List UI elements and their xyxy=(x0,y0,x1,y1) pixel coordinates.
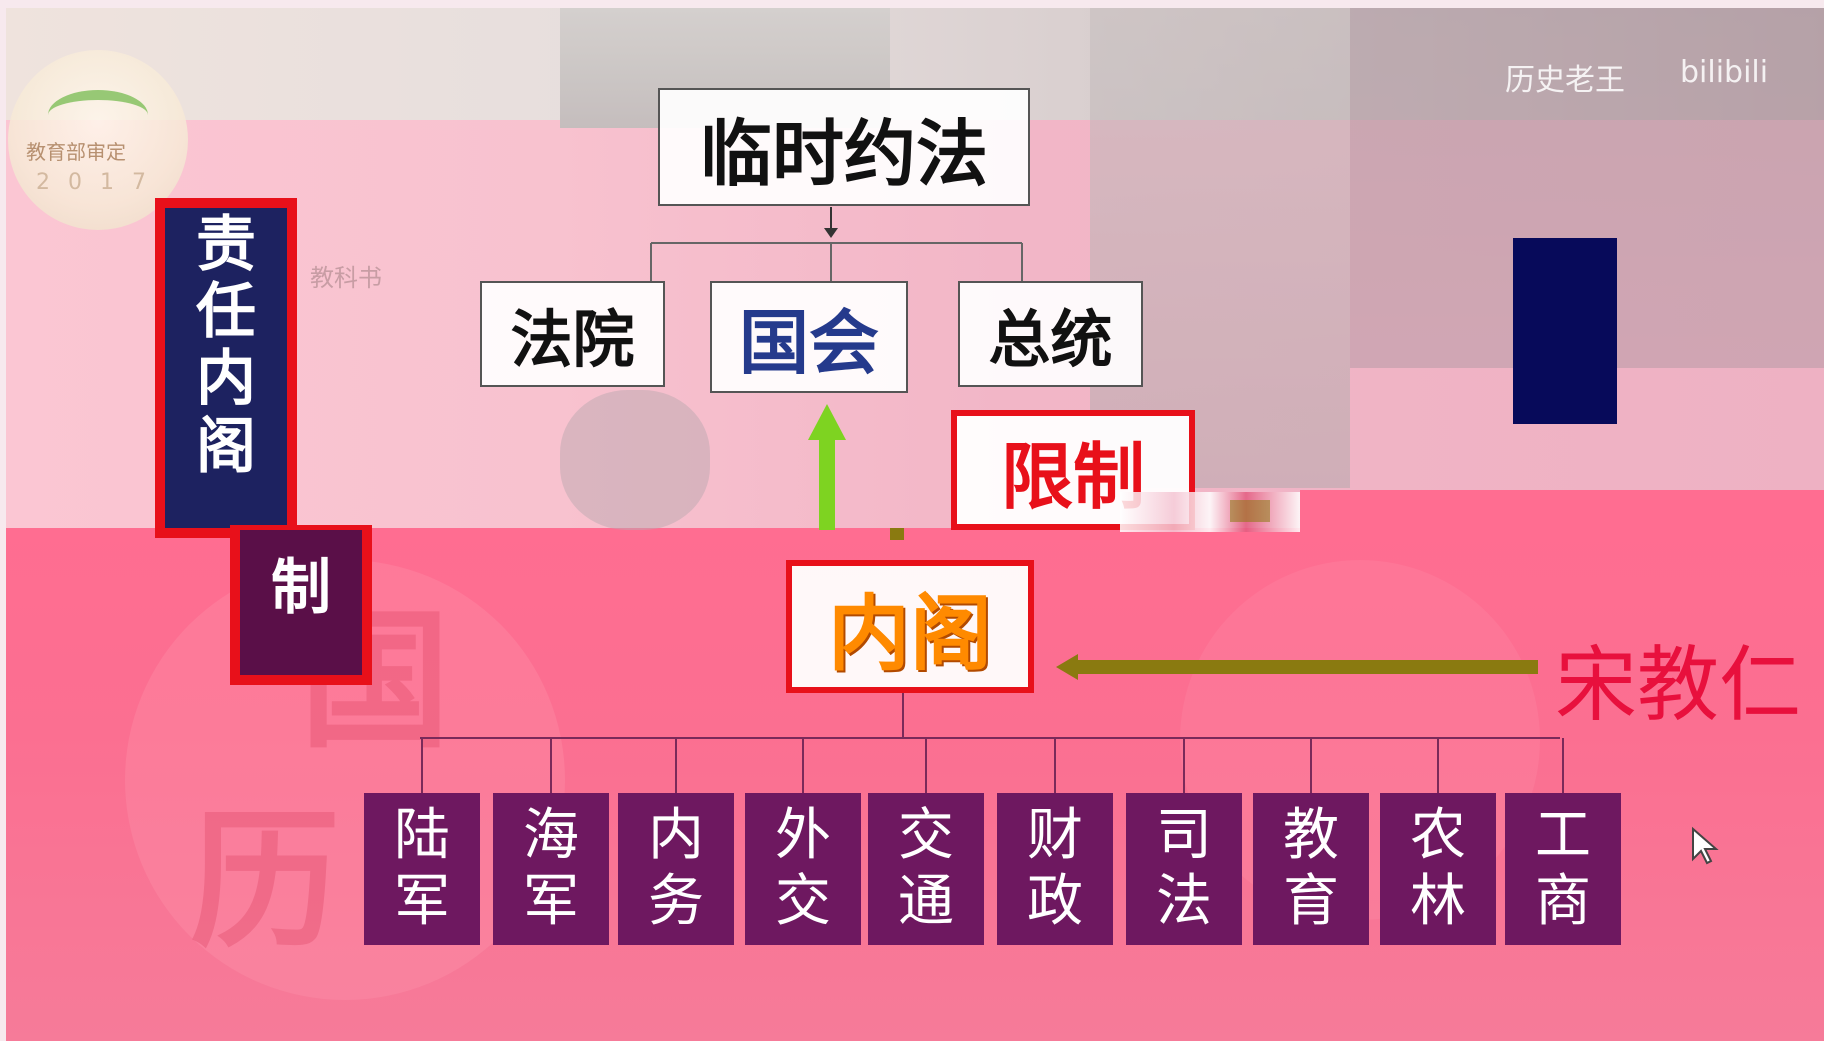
logo-year: 2017 xyxy=(36,170,164,195)
department-char: 军 xyxy=(394,869,450,934)
logo-text: 教育部审定 xyxy=(26,140,126,164)
arrow-left-icon xyxy=(1056,654,1078,680)
title-char: 内 xyxy=(196,344,256,415)
department-box: 司法 xyxy=(1126,793,1242,945)
president-node: 总统 xyxy=(958,281,1143,387)
root-label: 临时约法 xyxy=(699,111,988,196)
department-char: 政 xyxy=(1027,869,1083,934)
olive-marker xyxy=(890,528,904,540)
parliament-label: 国会 xyxy=(739,301,879,384)
department-char: 财 xyxy=(1027,802,1083,868)
parliament-node: 国会 xyxy=(710,281,908,393)
person-label: 宋教仁 xyxy=(1555,638,1802,733)
department-box: 海军 xyxy=(493,793,609,945)
department-char: 交 xyxy=(898,802,954,868)
department-char: 通 xyxy=(898,869,954,934)
navy-block xyxy=(1513,238,1617,424)
channel-watermark: 历史老王 xyxy=(1505,63,1625,98)
title-lower-chars: 制 xyxy=(240,553,362,623)
render-glitch xyxy=(1230,500,1270,522)
background-photo xyxy=(560,390,710,530)
department-box: 交通 xyxy=(868,793,984,945)
title-purple-panel xyxy=(240,530,362,675)
site-watermark: bilibili xyxy=(1680,55,1769,90)
department-char: 工 xyxy=(1535,802,1591,868)
department-box: 外交 xyxy=(745,793,861,945)
cabinet-node: 内阁 xyxy=(786,560,1034,693)
olive-arrow-shaft xyxy=(1068,660,1538,674)
cursor-icon xyxy=(1692,826,1719,865)
title-navy-panel xyxy=(165,208,287,528)
title-upper-chars: 责 任 内 阁 xyxy=(165,210,287,474)
title-char: 责 xyxy=(196,210,256,280)
court-label: 法院 xyxy=(510,303,635,376)
president-label: 总统 xyxy=(988,303,1113,376)
root-node: 临时约法 xyxy=(658,88,1030,206)
department-char: 外 xyxy=(775,802,831,868)
department-char: 农 xyxy=(1410,802,1466,868)
background-glitch-strip xyxy=(1300,490,1824,540)
title-char: 制 xyxy=(271,553,331,623)
render-glitch xyxy=(1120,492,1300,532)
arrow-up-icon xyxy=(808,404,846,440)
department-box: 工商 xyxy=(1505,793,1621,945)
department-char: 内 xyxy=(648,802,704,868)
title-char: 阁 xyxy=(196,413,256,474)
department-box: 教育 xyxy=(1253,793,1369,945)
department-char: 交 xyxy=(775,869,831,934)
department-char: 务 xyxy=(648,869,704,934)
department-char: 商 xyxy=(1535,869,1591,934)
department-box: 内务 xyxy=(618,793,734,945)
book-icon xyxy=(48,90,148,140)
department-box: 陆军 xyxy=(364,793,480,945)
department-char: 育 xyxy=(1283,869,1339,934)
department-char: 法 xyxy=(1156,869,1212,934)
department-char: 司 xyxy=(1156,802,1212,868)
department-drops xyxy=(421,738,1564,793)
court-node: 法院 xyxy=(480,281,665,387)
cabinet-label: 内阁 xyxy=(827,587,992,682)
department-box: 财政 xyxy=(997,793,1113,945)
arrow-down-icon xyxy=(824,228,838,238)
department-char: 陆 xyxy=(394,802,450,868)
department-char: 教 xyxy=(1283,802,1339,868)
department-char: 海 xyxy=(523,802,579,868)
background-textbook-label: 教科书 xyxy=(310,264,382,292)
department-box: 农林 xyxy=(1380,793,1496,945)
background-photo xyxy=(1090,8,1350,488)
department-char: 军 xyxy=(523,869,579,934)
title-char: 任 xyxy=(196,277,256,348)
green-arrow-shaft xyxy=(819,436,835,530)
department-char: 林 xyxy=(1410,869,1466,934)
decorative-character: 历 xyxy=(190,793,341,969)
